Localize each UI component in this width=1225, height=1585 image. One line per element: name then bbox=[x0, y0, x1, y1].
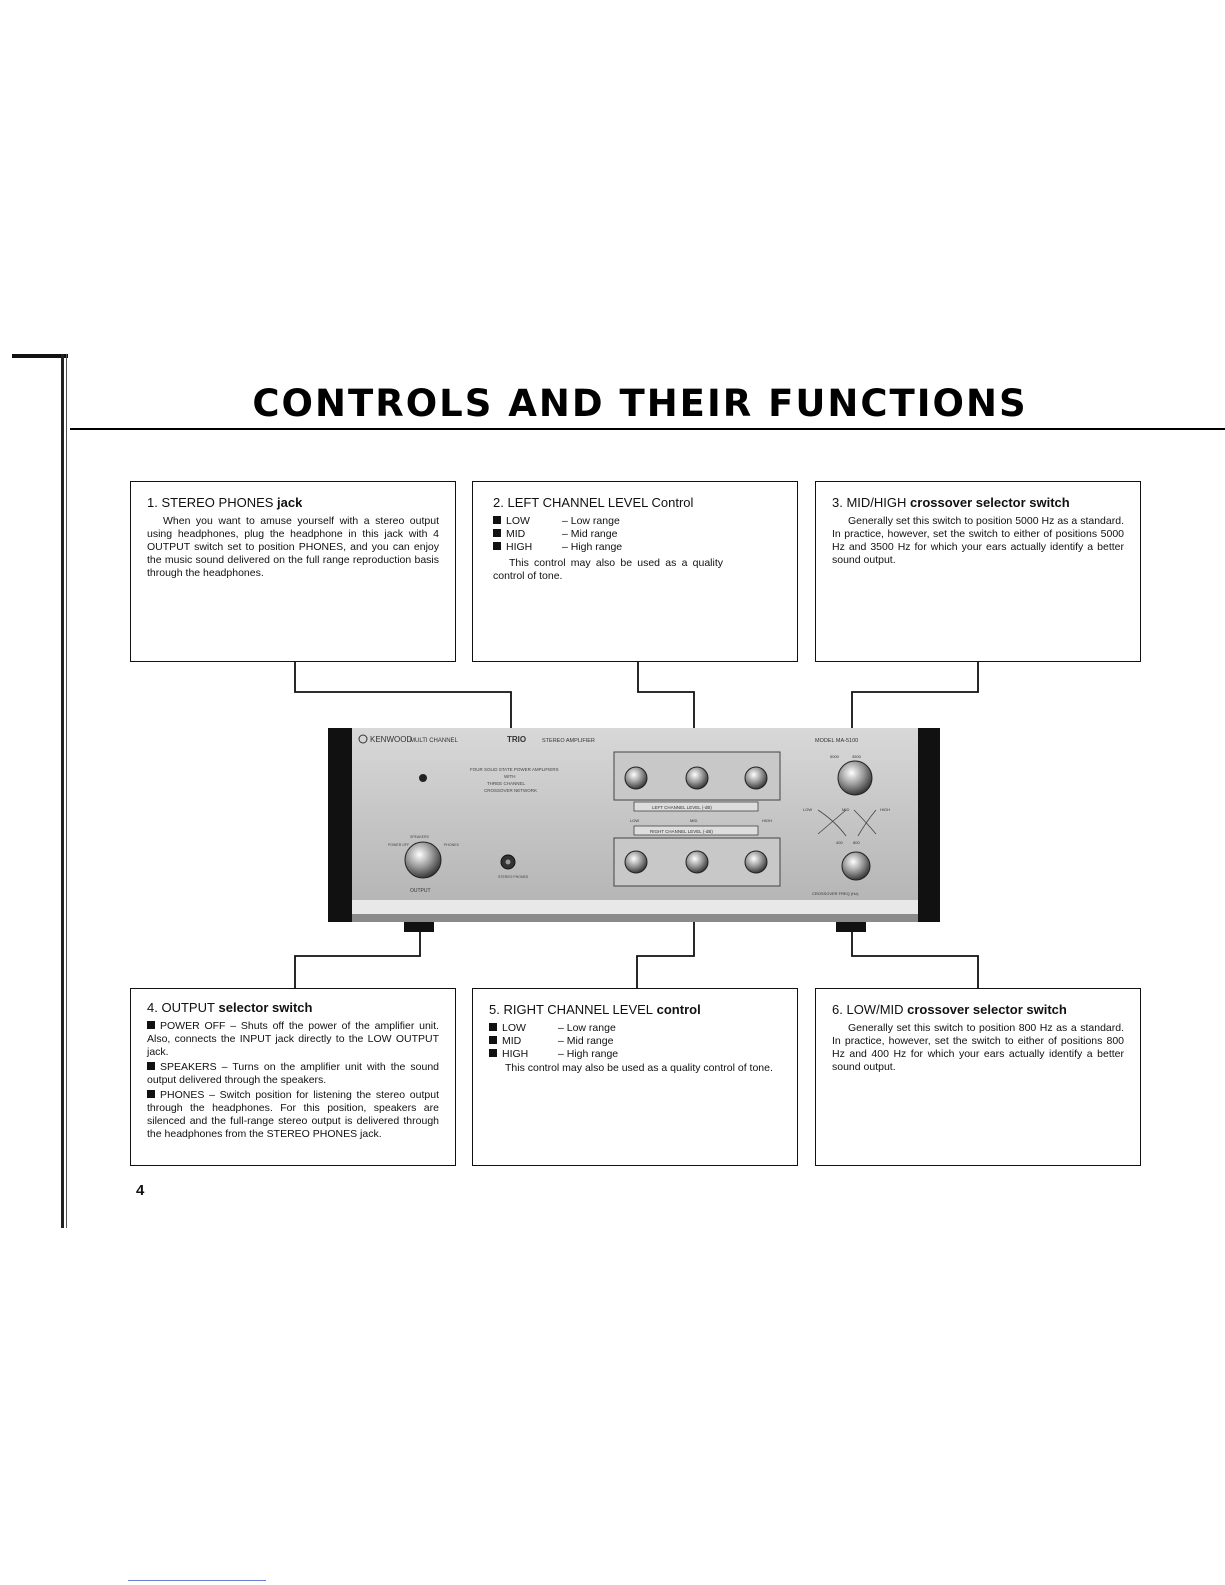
bullet-icon bbox=[147, 1090, 155, 1098]
brand-label: KENWOOD bbox=[370, 735, 412, 744]
list-item: PHONES – Switch position for listening t… bbox=[147, 1089, 439, 1140]
freq-400-mark: 400 bbox=[836, 840, 843, 845]
mid-mark-1: MID bbox=[690, 818, 697, 823]
box-2-text: This control may also be used as a quali… bbox=[493, 557, 723, 582]
high-mark-1: HIGH bbox=[762, 818, 772, 823]
list-item: HIGH– High range bbox=[489, 1048, 781, 1061]
box-4-heading: 4. OUTPUT selector switch bbox=[147, 1000, 313, 1015]
box-left-channel-level: 2. LEFT CHANNEL LEVEL Control LOW– Low r… bbox=[472, 481, 798, 662]
feature-4: CROSSOVER NETWORK bbox=[484, 788, 537, 793]
phones-mark: PHONES bbox=[444, 843, 459, 847]
output-knob bbox=[404, 841, 442, 879]
box-6-heading: 6. LOW/MID crossover selector switch bbox=[832, 1002, 1067, 1017]
mid-mark-2: MID bbox=[842, 807, 849, 812]
foot-right bbox=[836, 922, 866, 932]
box-5-text: This control may also be used as a quali… bbox=[505, 1062, 773, 1074]
bullet-icon bbox=[493, 516, 501, 524]
page-number: 4 bbox=[136, 1182, 145, 1199]
speakers-mark: SPEAKERS bbox=[410, 835, 430, 839]
feature-1: FOUR SOLID STATE POWER AMPLIFIERS bbox=[470, 767, 559, 772]
right-mid-knob bbox=[685, 850, 709, 874]
binding-mark bbox=[12, 354, 68, 358]
bullet-icon bbox=[489, 1036, 497, 1044]
box-5-heading: 5. RIGHT CHANNEL LEVEL control bbox=[489, 1002, 701, 1017]
freq-5000-mark: 5000 bbox=[830, 754, 840, 759]
panel-lip bbox=[352, 900, 918, 914]
bullet-icon bbox=[147, 1021, 155, 1029]
bullet-icon bbox=[493, 542, 501, 550]
box-2-heading: 2. LEFT CHANNEL LEVEL Control bbox=[493, 495, 694, 510]
list-item: LOW– Low range bbox=[489, 1022, 781, 1035]
box-output-selector: 4. OUTPUT selector switch POWER OFF – Sh… bbox=[130, 988, 456, 1166]
connector-3 bbox=[851, 662, 979, 752]
crossover-label: CROSSOVER FREQ (Hz) bbox=[812, 891, 859, 896]
box-3-heading: 3. MID/HIGH crossover selector switch bbox=[832, 495, 1070, 510]
feature-3: THREE CHANNEL bbox=[487, 781, 526, 786]
feature-2: WITH bbox=[504, 774, 516, 779]
left-high-knob bbox=[744, 766, 768, 790]
power-lamp bbox=[419, 774, 427, 782]
bullet-icon bbox=[493, 529, 501, 537]
bullet-icon bbox=[489, 1023, 497, 1031]
list-item: MID– Mid range bbox=[489, 1035, 781, 1048]
binding-line-thin bbox=[66, 354, 67, 1228]
low-mark-1: LOW bbox=[630, 818, 639, 823]
power-off-mark: POWER OFF bbox=[388, 843, 409, 847]
page-title: CONTROLS AND THEIR FUNCTIONS bbox=[252, 382, 1028, 425]
bullet-icon bbox=[489, 1049, 497, 1057]
box-1-heading: 1. STEREO PHONES jack bbox=[147, 495, 303, 510]
model-label: MODEL MA-5100 bbox=[815, 738, 858, 744]
right-level-label: RIGHT CHANNEL LEVEL (-dB) bbox=[650, 829, 713, 834]
binding-line bbox=[61, 354, 64, 1228]
mid-high-crossover-knob bbox=[837, 760, 873, 796]
left-level-label: LEFT CHANNEL LEVEL (-dB) bbox=[652, 805, 712, 810]
box-low-mid-crossover: 6. LOW/MID crossover selector switch Gen… bbox=[815, 988, 1141, 1166]
bullet-icon bbox=[147, 1062, 155, 1070]
list-item: LOW– Low range bbox=[493, 515, 781, 528]
high-mark-2: HIGH bbox=[880, 807, 890, 812]
title-rule bbox=[70, 428, 1225, 430]
right-low-knob bbox=[624, 850, 648, 874]
bottom-underline bbox=[128, 1580, 266, 1581]
list-item: POWER OFF – Shuts off the power of the a… bbox=[147, 1020, 439, 1058]
left-end-cap bbox=[328, 728, 352, 922]
box-mid-high-crossover: 3. MID/HIGH crossover selector switch Ge… bbox=[815, 481, 1141, 662]
list-item: MID– Mid range bbox=[493, 528, 781, 541]
box-3-text: Generally set this switch to position 50… bbox=[832, 515, 1124, 566]
low-mid-crossover-knob bbox=[841, 851, 871, 881]
freq-3500-mark: 3500 bbox=[852, 754, 862, 759]
left-mid-knob bbox=[685, 766, 709, 790]
header-label: MULTI CHANNEL bbox=[410, 738, 459, 744]
box-6-text: Generally set this switch to position 80… bbox=[832, 1022, 1124, 1073]
foot-left bbox=[404, 922, 434, 932]
box-stereo-phones: 1. STEREO PHONES jack When you want to a… bbox=[130, 481, 456, 662]
low-mark-2: LOW bbox=[803, 807, 812, 812]
connector-2 bbox=[637, 662, 695, 758]
box-1-text: When you want to amuse yourself with a s… bbox=[147, 515, 439, 579]
right-high-knob bbox=[744, 850, 768, 874]
list-item: SPEAKERS – Turns on the amplifier unit w… bbox=[147, 1061, 439, 1086]
left-low-knob bbox=[624, 766, 648, 790]
header2-label: STEREO AMPLIFIER bbox=[542, 738, 595, 744]
stereo-phones-mark: STEREO PHONES bbox=[498, 875, 529, 879]
crossover-curves bbox=[817, 809, 877, 837]
right-end-cap bbox=[918, 728, 940, 922]
model-mark: TRIO bbox=[507, 735, 526, 744]
box-right-channel-level: 5. RIGHT CHANNEL LEVEL control LOW– Low … bbox=[472, 988, 798, 1166]
list-item: HIGH– High range bbox=[493, 541, 781, 554]
freq-800-mark: 800 bbox=[853, 840, 860, 845]
output-panel-label: OUTPUT bbox=[410, 888, 431, 894]
